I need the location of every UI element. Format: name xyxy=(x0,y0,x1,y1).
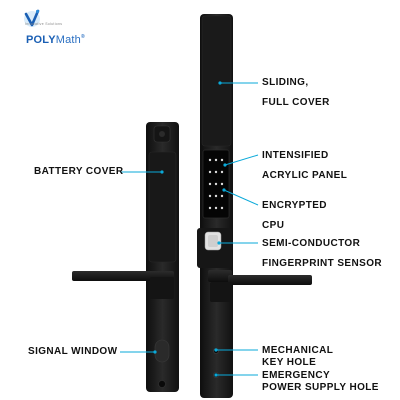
sliding-cover xyxy=(201,15,232,147)
brand-logo: Innovative Solutions POLYMath® xyxy=(6,8,86,48)
exterior-handle-base xyxy=(210,282,232,302)
leader-acrylic-panel xyxy=(224,154,259,166)
label-cpu-line1: ENCRYPTED xyxy=(262,200,327,211)
label-power-hole-line2: POWER SUPPLY HOLE xyxy=(262,382,379,393)
thumb-turn-knob xyxy=(159,131,165,137)
brand-name-bold: POLY xyxy=(26,34,56,46)
label-acrylic-panel-line1: INTENSIFIED xyxy=(262,150,329,161)
interior-screw xyxy=(158,380,166,388)
brand-tagline: Innovative Solutions xyxy=(25,22,63,26)
interior-handle xyxy=(72,271,174,281)
label-sliding-cover-line1: SLIDING, xyxy=(262,77,309,88)
exterior-handle-lever xyxy=(228,275,312,285)
label-fingerprint-line2: FINGERPRINT SENSOR xyxy=(262,258,382,269)
label-fingerprint-line1: SEMI-CONDUCTOR xyxy=(262,238,361,249)
leader-cpu xyxy=(223,189,259,206)
exterior-unit xyxy=(197,14,312,398)
brand-registered-mark: ® xyxy=(81,34,85,40)
signal-window-element xyxy=(154,339,170,363)
battery-cover-panel xyxy=(148,151,177,263)
label-signal-window: SIGNAL WINDOW xyxy=(28,346,118,357)
label-sliding-cover-line2: FULL COVER xyxy=(262,97,330,108)
brand-name-regular: Math xyxy=(55,34,82,46)
label-key-hole-line1: MECHANICAL xyxy=(262,345,334,356)
exterior-handle xyxy=(208,270,232,282)
polymath-logo-icon xyxy=(24,9,40,27)
label-cpu-line2: CPU xyxy=(262,220,285,231)
brand-name: POLYMath® xyxy=(26,34,85,46)
keypad-digits xyxy=(208,158,224,210)
label-key-hole-line2: KEY HOLE xyxy=(262,357,317,368)
fingerprint-pad xyxy=(208,235,218,247)
label-battery-cover: BATTERY COVER xyxy=(34,166,124,177)
leader-lines xyxy=(120,81,259,377)
label-power-hole-line1: EMERGENCY xyxy=(262,370,331,381)
interior-handle-base xyxy=(150,277,174,299)
label-acrylic-panel-line2: ACRYLIC PANEL xyxy=(262,170,348,181)
